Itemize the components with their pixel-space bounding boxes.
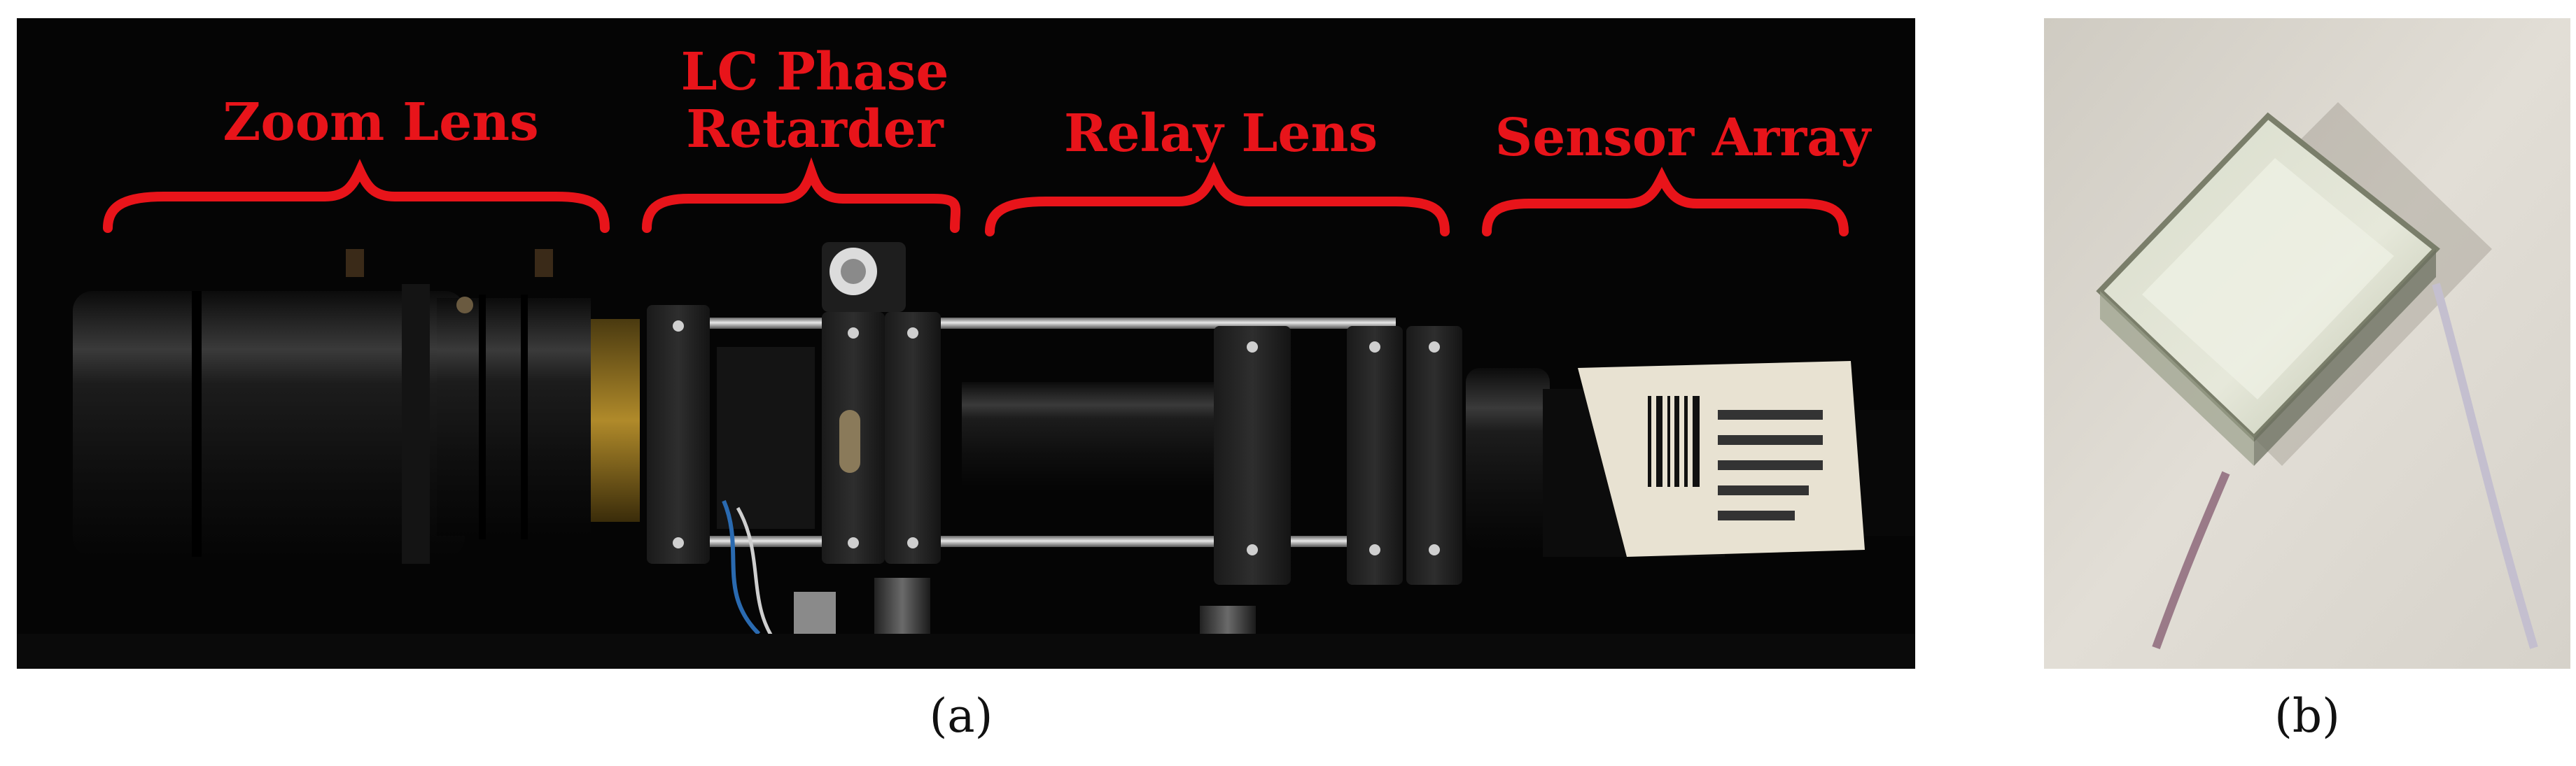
sensor-array-label: Sensor Array — [1494, 108, 1871, 168]
lc-retarder-bracket — [642, 157, 961, 233]
zoom-lens-bracket — [103, 159, 610, 233]
optical-setup-illustration — [17, 157, 1915, 669]
optical-setup-photo: Zoom Lens LC Phase Retarder Relay Lens S… — [17, 18, 1915, 669]
cage-rod-top — [689, 318, 1396, 329]
caption-b: (b) — [2274, 689, 2340, 743]
relay-lens-bracket — [985, 162, 1450, 236]
lc-cell-illustration — [2044, 18, 2570, 669]
bracket-marks — [103, 157, 1849, 236]
lc-phase-retarder-label-line2: Retarder — [686, 99, 944, 159]
sensor-array-camera — [1466, 361, 1915, 557]
lc-phase-retarder-label: LC Phase Retarder — [633, 43, 997, 158]
wire-left — [2152, 471, 2230, 650]
cage-plates — [647, 305, 1462, 585]
lc-phase-retarder — [717, 242, 906, 649]
cell-active-area — [2142, 158, 2394, 399]
relay-lens-label: Relay Lens — [1064, 104, 1378, 164]
wire-right — [2432, 283, 2538, 649]
caption-a: (a) — [929, 689, 993, 743]
barcode-label-sticker — [1578, 361, 1865, 557]
zoom-lens — [73, 249, 640, 564]
lc-cell-photo — [2044, 18, 2570, 669]
sensor-array-bracket — [1482, 166, 1849, 236]
zoom-lens-label: Zoom Lens — [223, 92, 539, 153]
lc-phase-retarder-label-line1: LC Phase — [680, 42, 949, 102]
